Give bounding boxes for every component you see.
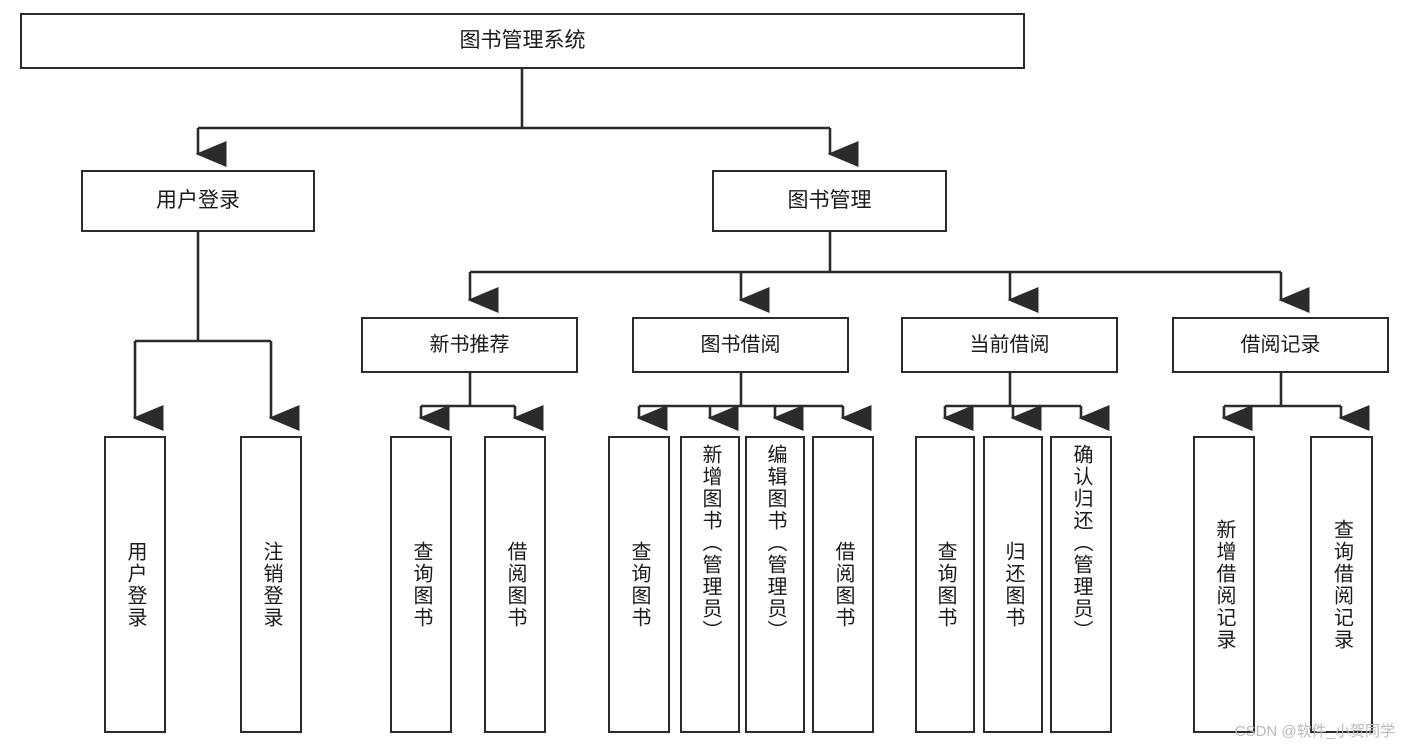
leaf-add-borrow-record-label: 新增借阅记录 — [1213, 518, 1235, 651]
leaf-borrow-book-borrow[interactable]: 借阅图书 — [812, 436, 874, 733]
leaf-edit-book-admin[interactable]: 编辑图书（管理员） — [745, 436, 805, 733]
node-current-borrow-label: 当前借阅 — [969, 334, 1050, 356]
leaf-borrow-book-borrow-label: 借阅图书 — [832, 540, 854, 629]
leaf-query-book-newbook-label: 查询图书 — [410, 540, 432, 629]
leaf-confirm-return-admin[interactable]: 确认归还（管理员） — [1050, 436, 1112, 733]
node-current-borrow[interactable]: 当前借阅 — [901, 317, 1118, 373]
node-user-login[interactable]: 用户登录 — [81, 170, 315, 232]
node-book-borrow[interactable]: 图书借阅 — [632, 317, 849, 373]
leaf-logout[interactable]: 注销登录 — [240, 436, 302, 733]
node-book-management[interactable]: 图书管理 — [712, 170, 947, 232]
node-user-login-label: 用户登录 — [156, 189, 240, 213]
leaf-query-book-newbook[interactable]: 查询图书 — [390, 436, 452, 733]
leaf-query-book-borrow[interactable]: 查询图书 — [608, 436, 670, 733]
leaf-return-book-label: 归还图书 — [1002, 540, 1024, 629]
leaf-user-login[interactable]: 用户登录 — [104, 436, 166, 733]
leaf-query-book-current-label: 查询图书 — [934, 540, 956, 629]
leaf-edit-book-admin-label: 编辑图书（管理员） — [764, 444, 786, 642]
leaf-query-book-borrow-label: 查询图书 — [628, 540, 650, 629]
node-new-book-recommend[interactable]: 新书推荐 — [361, 317, 578, 373]
node-book-borrow-label: 图书借阅 — [700, 334, 781, 356]
leaf-borrow-book-newbook[interactable]: 借阅图书 — [484, 436, 546, 733]
node-root-label: 图书管理系统 — [459, 29, 586, 53]
node-book-management-label: 图书管理 — [787, 189, 872, 213]
leaf-query-book-current[interactable]: 查询图书 — [915, 436, 975, 733]
leaf-add-book-admin-label: 新增图书（管理员） — [699, 444, 721, 642]
leaf-confirm-return-admin-label: 确认归还（管理员） — [1070, 444, 1092, 642]
leaf-add-borrow-record[interactable]: 新增借阅记录 — [1193, 436, 1255, 733]
leaf-return-book[interactable]: 归还图书 — [983, 436, 1043, 733]
node-borrow-record[interactable]: 借阅记录 — [1172, 317, 1389, 373]
node-root[interactable]: 图书管理系统 — [20, 13, 1025, 69]
leaf-add-book-admin[interactable]: 新增图书（管理员） — [680, 436, 740, 733]
node-new-book-recommend-label: 新书推荐 — [429, 334, 510, 356]
leaf-user-login-label: 用户登录 — [124, 540, 146, 629]
leaf-query-borrow-record-label: 查询借阅记录 — [1330, 518, 1353, 651]
leaf-borrow-book-newbook-label: 借阅图书 — [504, 540, 526, 629]
leaf-query-borrow-record[interactable]: 查询借阅记录 — [1310, 436, 1373, 733]
node-borrow-record-label: 借阅记录 — [1240, 334, 1321, 356]
leaf-logout-label: 注销登录 — [260, 540, 282, 629]
